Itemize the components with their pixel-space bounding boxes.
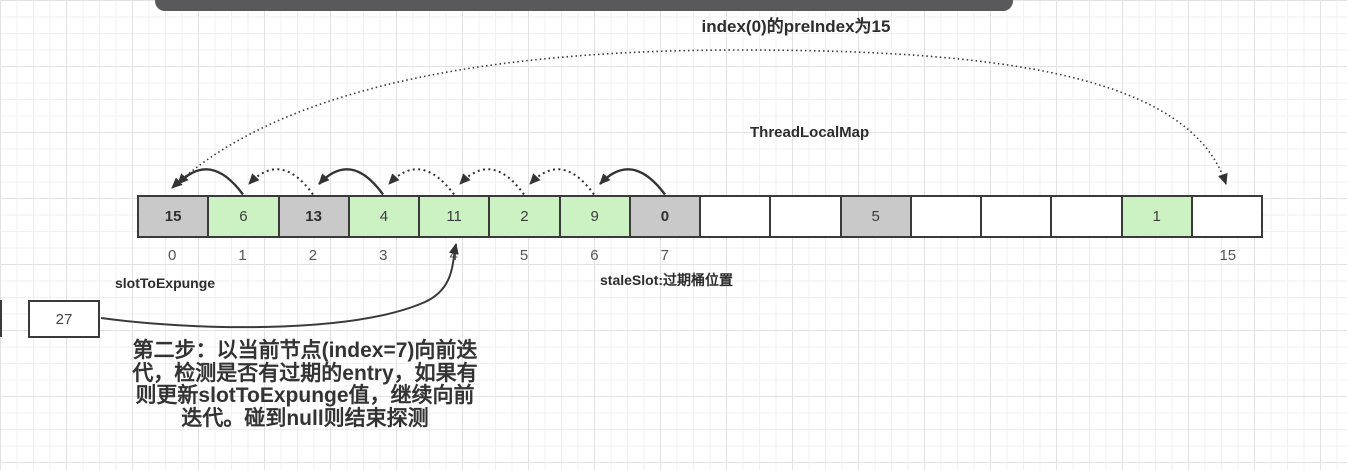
- hop-arc-4-to-3: [388, 168, 455, 196]
- index-label-4: 4: [449, 247, 458, 264]
- hop-arc-6-to-5: [529, 168, 595, 196]
- array-cell-6[interactable]: 9: [558, 197, 629, 236]
- hop-arc-1-to-0: [177, 168, 244, 196]
- note-box-27[interactable]: 27: [28, 300, 100, 338]
- diagram-title[interactable]: index(0)的preIndex为15: [701, 17, 891, 36]
- array-cell-3[interactable]: 4: [347, 197, 418, 236]
- array-cell-12[interactable]: [980, 197, 1051, 236]
- array-cell-11[interactable]: [909, 197, 980, 236]
- index-label-0: 0: [168, 247, 177, 264]
- left-edge-connector: [0, 300, 2, 337]
- array-cell-15[interactable]: [1190, 197, 1261, 236]
- threadlocalmap-label[interactable]: ThreadLocalMap: [750, 124, 870, 141]
- index-labels: 0 1 2 3 4 5 6 7 15: [137, 247, 1263, 265]
- array-cell-13[interactable]: [1050, 197, 1121, 236]
- index-label-6: 6: [590, 247, 599, 264]
- index-label-2: 2: [308, 247, 318, 264]
- slot-to-expunge-label[interactable]: slotToExpunge: [115, 275, 216, 291]
- index-label-1: 1: [238, 247, 247, 264]
- hop-arc-2-to-1: [248, 168, 314, 196]
- array-cell-4[interactable]: 11: [418, 197, 489, 236]
- hop-arc-3-to-2: [318, 168, 384, 196]
- array-cell-8[interactable]: [699, 197, 770, 236]
- index-label-7: 7: [660, 247, 669, 264]
- top-dark-bar-shape[interactable]: [155, 0, 1013, 11]
- array-cell-5[interactable]: 2: [488, 197, 559, 236]
- array-cell-7[interactable]: 0: [628, 197, 699, 236]
- index-label-5: 5: [519, 247, 529, 264]
- array-cell-10[interactable]: 5: [839, 197, 910, 236]
- array-cell-14[interactable]: 1: [1120, 197, 1191, 236]
- array-cell-0[interactable]: 15: [139, 197, 208, 236]
- index-label-15: 15: [1219, 247, 1237, 264]
- index-label-3: 3: [379, 247, 388, 264]
- array-cell-9[interactable]: [769, 197, 840, 236]
- array-cell-1[interactable]: 6: [207, 197, 278, 236]
- step-caption[interactable]: 第二步：以当前节点(index=7)向前迭 代，检测是否有过期的entry，如果…: [132, 339, 478, 430]
- array-cell-2[interactable]: 13: [277, 197, 348, 236]
- stale-slot-label[interactable]: staleSlot:过期桶位置: [600, 272, 734, 288]
- hop-arc-5-to-4: [459, 168, 525, 196]
- hop-arc-7-to-6: [599, 168, 666, 196]
- wraparound-arc-0-to-15: [171, 49, 1228, 189]
